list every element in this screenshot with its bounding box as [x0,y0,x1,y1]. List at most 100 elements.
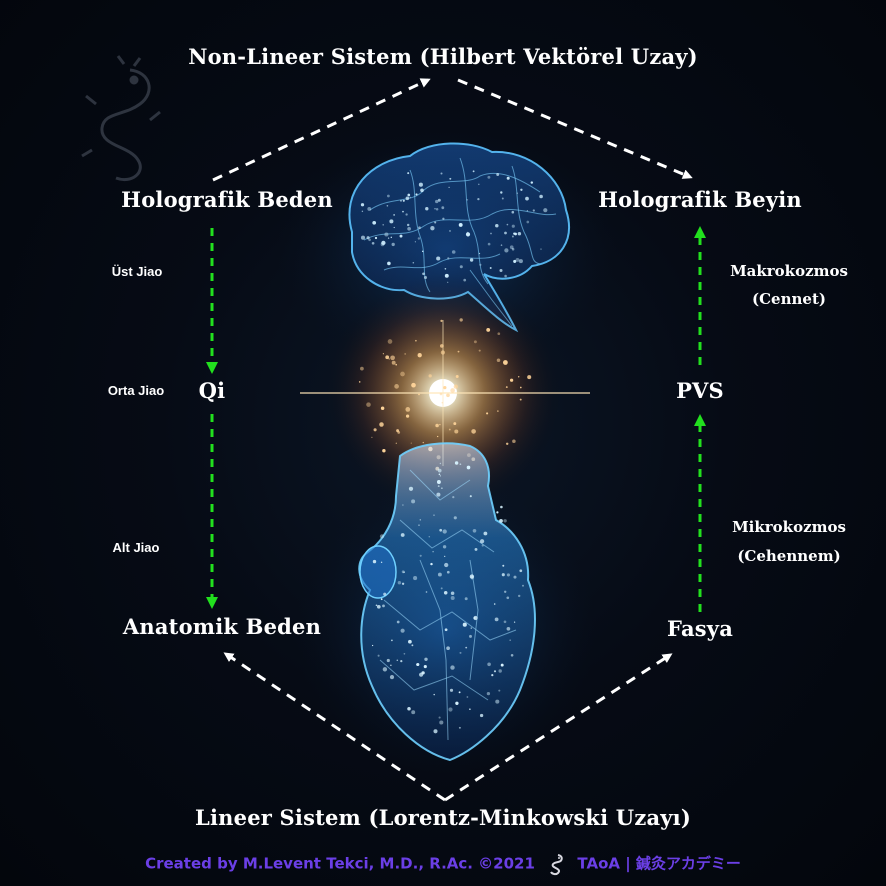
network-node-dot [417,353,422,358]
network-node-dot [486,691,491,696]
network-node-dot [483,531,488,536]
right-top-node-label: Holografik Beyin [598,187,802,212]
network-node-dot [517,594,521,598]
network-node-dot [496,358,501,362]
network-node-dot [466,231,469,234]
network-node-dot [522,584,524,587]
network-node-dot [487,242,491,246]
network-node-dot [439,392,443,396]
network-node-dot [530,181,534,184]
network-node-dot [380,598,383,601]
network-node-dot [509,378,514,382]
network-node-dot [506,176,510,180]
network-node-dot [450,665,455,670]
network-node-dot [437,435,439,438]
network-node-dot [500,505,503,509]
network-node-dot [532,209,535,212]
network-node-dot [387,339,393,344]
dragon-footer-icon [550,854,563,876]
network-node-dot [439,475,442,477]
network-node-dot [425,207,429,211]
network-node-dot [379,422,384,427]
network-node-dot [506,626,511,631]
hell-label: (Cehennem) [737,547,841,565]
network-node-dot [439,344,444,348]
network-node-dot [387,261,391,266]
network-node-dot [442,545,447,549]
network-node-dot [436,492,441,497]
network-node-dot [454,429,459,434]
footer-credit: Created by M.Levent Tekci, M.D., R.Ac. ©… [0,852,886,876]
bottom-node-label: Lineer Sistem (Lorentz-Minkowski Uzayı) [195,805,691,830]
network-node-dot [376,604,381,609]
network-node-dot [434,207,436,210]
network-node-dot [451,250,456,254]
network-node-dot [499,268,503,273]
network-node-dot [493,603,496,605]
network-node-dot [435,199,439,204]
network-node-dot [479,713,484,718]
network-node-dot [447,257,450,260]
network-node-dot [399,234,403,238]
network-node-dot [406,223,410,227]
network-node-dot [469,634,472,638]
network-node-dot [494,617,499,622]
network-node-dot [390,639,393,642]
network-node-dot [373,428,377,432]
network-node-dot [437,572,442,577]
network-node-dot [491,674,494,677]
network-node-dot [525,196,529,201]
network-node-dot [391,360,396,365]
network-node-dot [437,468,442,473]
network-node-dot [414,241,416,243]
footer-brand-text: TAoA | 鍼灸アカデミー [577,854,741,873]
network-node-dot [464,597,468,601]
network-node-dot [422,272,425,276]
network-node-dot [413,576,418,581]
network-node-dot [400,660,403,663]
qi-node-label: Qi [198,378,226,403]
network-node-dot [418,226,421,230]
network-node-dot [423,665,427,669]
network-node-dot [415,193,418,196]
network-node-dot [466,198,469,201]
network-node-dot [543,208,548,213]
network-node-dot [489,267,492,269]
network-node-dot [416,662,420,667]
network-node-dot [513,259,517,263]
network-node-dot [478,349,481,352]
network-node-dot [441,206,445,210]
network-node-dot [396,659,399,662]
network-node-dot [509,639,512,641]
network-node-dot [501,573,505,577]
network-node-dot [402,199,405,202]
network-node-dot [473,616,476,620]
network-node-dot [415,339,417,342]
pvs-node-label: PVS [676,378,724,403]
network-node-dot [408,639,412,644]
network-node-dot [479,539,485,544]
network-node-dot [526,210,529,212]
network-node-dot [418,524,420,526]
network-node-dot [441,487,443,489]
network-node-dot [474,547,478,551]
network-node-dot [385,355,390,360]
network-node-dot [450,596,455,600]
network-node-dot [395,363,397,366]
network-node-dot [437,198,441,202]
network-node-dot [407,226,411,231]
network-node-dot [448,186,450,189]
network-node-dot [452,496,455,499]
network-node-dot [433,729,438,734]
network-node-dot [382,353,384,355]
heart-illustration [358,442,536,762]
network-node-dot [421,250,424,253]
network-node-dot [425,591,428,593]
network-node-dot [513,621,516,623]
network-node-dot [446,570,450,574]
network-node-dot [505,442,509,446]
network-node-dot [519,398,522,401]
network-node-dot [404,352,407,355]
network-node-dot [450,591,455,596]
network-node-dot [389,675,395,680]
